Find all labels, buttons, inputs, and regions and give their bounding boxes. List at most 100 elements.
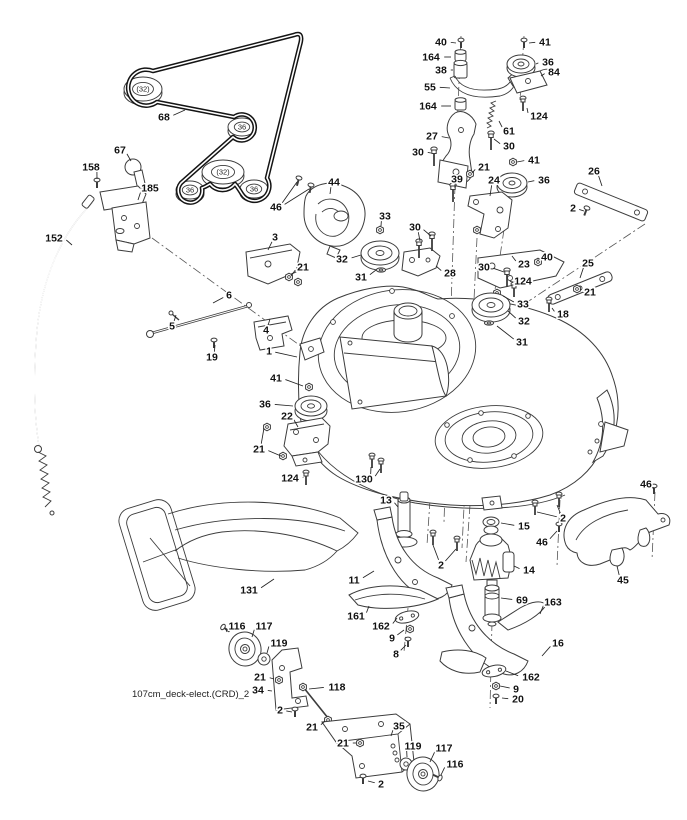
bolt-2 bbox=[531, 499, 539, 516]
part-number-label: 158 bbox=[82, 162, 100, 174]
bolt-124 bbox=[302, 469, 310, 486]
leader-line bbox=[536, 511, 557, 518]
belt-pulley: (32) bbox=[201, 159, 245, 189]
leader-line bbox=[367, 780, 375, 784]
nut-21 bbox=[573, 284, 581, 294]
leader-line bbox=[516, 160, 525, 163]
part-number-label: 41 bbox=[539, 37, 551, 49]
part-number-label: 21 bbox=[337, 738, 349, 750]
part-number-label: 84 bbox=[548, 67, 560, 79]
leader-line bbox=[549, 530, 558, 540]
blade-11 bbox=[348, 506, 453, 648]
leader-line bbox=[260, 578, 275, 589]
nut-33 bbox=[376, 225, 384, 235]
part-number-label: 130 bbox=[355, 474, 373, 486]
leader-line bbox=[500, 597, 513, 600]
leader-line bbox=[500, 522, 515, 526]
nut-21 bbox=[294, 277, 302, 287]
part-number-label: 163 bbox=[544, 597, 562, 609]
part-number-label: 30 bbox=[409, 222, 421, 234]
pulley-size-label: (32) bbox=[136, 85, 150, 94]
part-number-label: 21 bbox=[254, 672, 266, 684]
discharge-chute bbox=[118, 499, 359, 611]
leader-line bbox=[540, 73, 545, 77]
bolt-41 bbox=[520, 37, 528, 49]
nut-9 bbox=[406, 624, 414, 634]
mandrel-pulley-left bbox=[360, 240, 400, 273]
leader-line bbox=[392, 617, 398, 624]
idler-arm-55 bbox=[449, 75, 517, 98]
right-spindle-opening bbox=[434, 405, 544, 469]
washer-31 bbox=[375, 267, 387, 273]
leader-line bbox=[293, 419, 299, 428]
mulch-wing-161 bbox=[348, 585, 440, 609]
drawing-caption: 107cm_deck-elect.(CRD)_2 bbox=[132, 689, 249, 700]
part-number-label: 33 bbox=[379, 211, 391, 223]
bolt-19 bbox=[210, 337, 218, 349]
nut-21 bbox=[356, 738, 364, 748]
gauge-wheel-left bbox=[218, 622, 332, 725]
leader-line bbox=[513, 565, 520, 569]
part-number-label: 36 bbox=[538, 175, 550, 187]
left-mandrel-cluster bbox=[146, 174, 437, 351]
leader-line bbox=[260, 427, 265, 444]
leader-line bbox=[268, 450, 282, 457]
part-number-label: 21 bbox=[297, 262, 309, 274]
leader-line bbox=[267, 318, 271, 325]
pulley-size-label: 36 bbox=[238, 123, 246, 132]
bracket-3 bbox=[245, 243, 301, 285]
leader-line bbox=[616, 565, 620, 576]
bolt-18 bbox=[545, 296, 553, 313]
part-number-label: 16 bbox=[552, 638, 564, 650]
bolt-30 bbox=[429, 146, 439, 167]
washer-119 bbox=[257, 652, 271, 666]
pulley-size-label: (32) bbox=[216, 168, 230, 177]
leader-line bbox=[251, 629, 255, 638]
part-number-label: 27 bbox=[426, 131, 438, 143]
bolt-30 bbox=[486, 130, 496, 151]
drive-belt bbox=[125, 31, 304, 205]
part-number-label: 41 bbox=[528, 155, 540, 167]
part-number-label: 116 bbox=[229, 621, 246, 633]
nut-21 bbox=[466, 169, 474, 179]
part-number-label: 15 bbox=[518, 521, 530, 533]
part-number-label: 117 bbox=[256, 621, 273, 633]
leader-line bbox=[526, 107, 529, 114]
bracket-23 bbox=[477, 249, 565, 289]
belt-pulley: (32) bbox=[123, 76, 163, 106]
cable-spring bbox=[37, 451, 52, 508]
nut-41 bbox=[305, 382, 313, 392]
leader-line bbox=[400, 644, 407, 651]
leader-line bbox=[445, 548, 457, 562]
belt-cover-45 bbox=[563, 497, 671, 567]
leader-line bbox=[539, 605, 544, 615]
blade-adapter-162 bbox=[394, 610, 420, 624]
deck-center-cylinder bbox=[393, 302, 423, 343]
part-number-label: 26 bbox=[588, 166, 600, 178]
leader-line bbox=[441, 136, 450, 139]
leader-line bbox=[281, 181, 298, 204]
leader-line bbox=[528, 41, 536, 44]
part-number-label: 2 bbox=[438, 560, 444, 572]
leader-line bbox=[173, 109, 186, 116]
leader-line bbox=[267, 689, 273, 692]
leader-line bbox=[225, 628, 228, 633]
bar-26 bbox=[573, 182, 649, 222]
part-number-label: 21 bbox=[584, 287, 596, 299]
leader-line bbox=[579, 209, 585, 212]
part-number-label: 31 bbox=[355, 272, 367, 284]
washer-31 bbox=[483, 320, 495, 326]
part-number-label: 44 bbox=[328, 177, 340, 189]
leader-line bbox=[598, 175, 603, 187]
idler-pulley-36-deck bbox=[294, 395, 328, 422]
part-number-label: 25 bbox=[582, 258, 594, 270]
leader-line bbox=[511, 255, 517, 262]
leader-line bbox=[212, 297, 224, 304]
bolt-2 bbox=[555, 491, 563, 508]
leader-line bbox=[440, 767, 446, 776]
leader-line bbox=[579, 267, 584, 279]
part-number-label: 9 bbox=[389, 633, 395, 645]
part-number-label: 1 bbox=[266, 346, 272, 358]
